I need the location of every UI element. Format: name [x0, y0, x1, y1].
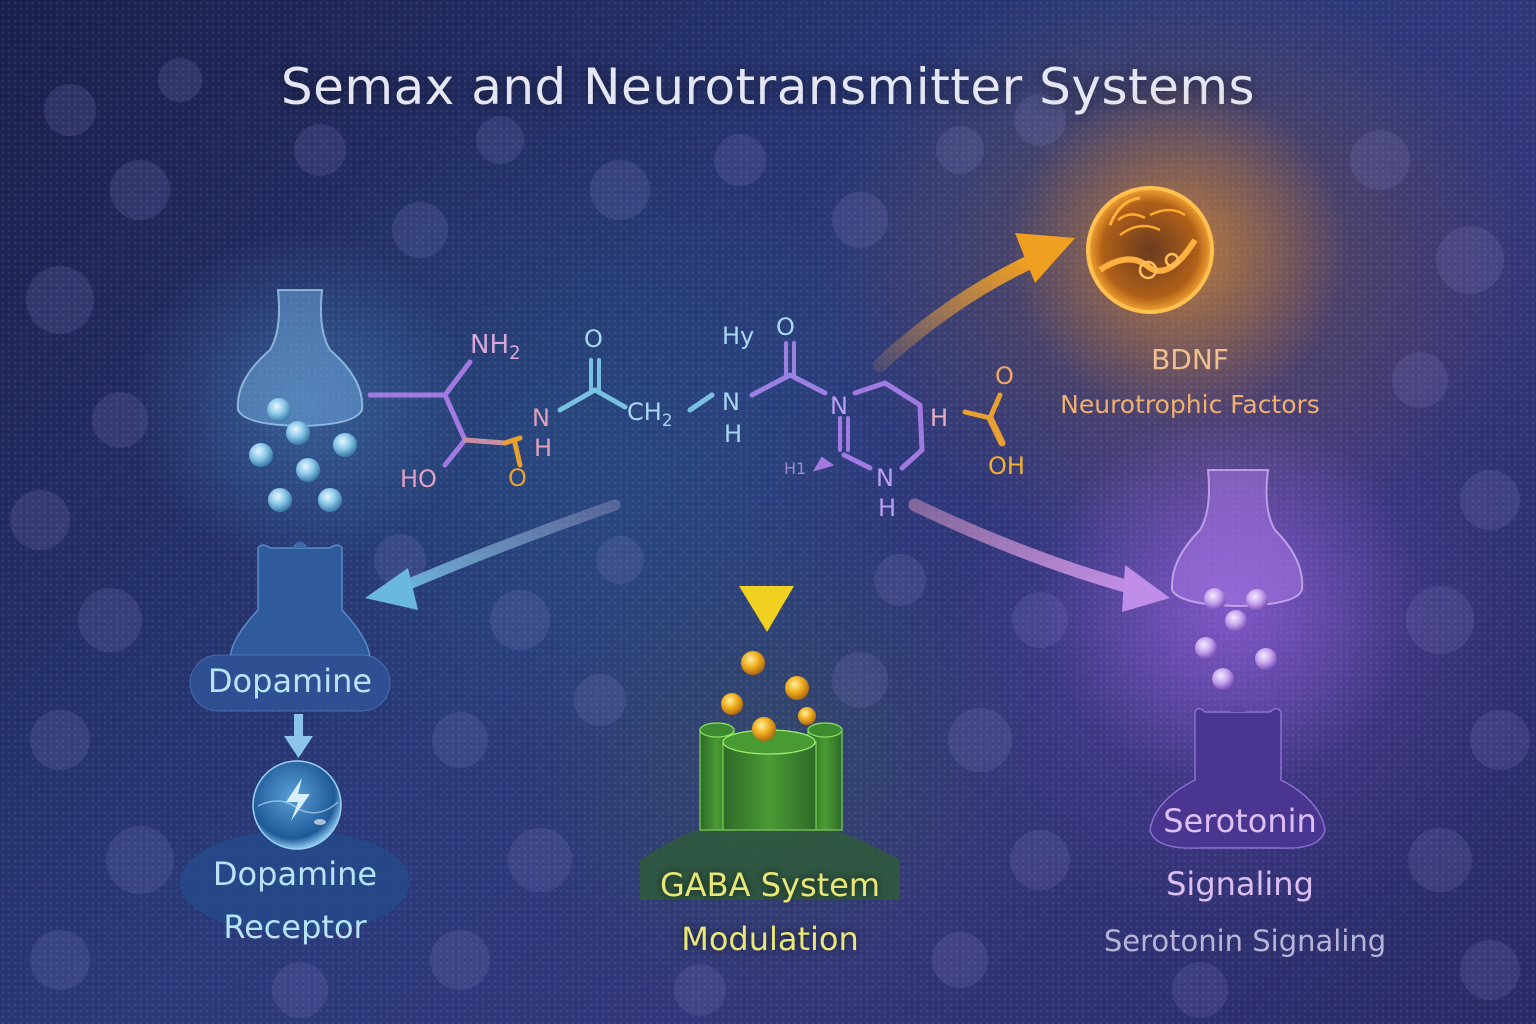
- atom-h1: H: [534, 434, 553, 462]
- atom-o-top1: O: [584, 325, 603, 353]
- arrow-down-icon: [284, 714, 313, 758]
- atom-h-methyl: H1: [784, 459, 807, 478]
- atom-ho: HO: [400, 465, 437, 493]
- atom-o-amide: O: [508, 464, 527, 492]
- dopamine-label: Dopamine: [207, 662, 373, 700]
- dopamine-synapse-icon: [189, 289, 391, 712]
- atom-ch2: CH2: [627, 398, 673, 430]
- arrow-to-bdnf: [873, 233, 1075, 372]
- bdnf-title: BDNF: [1151, 343, 1229, 376]
- gaba-ion-channel-icon: [640, 651, 900, 900]
- atom-nh2-text: NH2: [470, 330, 521, 365]
- atom-h2: H: [724, 420, 743, 448]
- atom-n2: N: [722, 388, 740, 416]
- dopamine-receptor-line2: Receptor: [223, 908, 367, 946]
- serotonin-synapse-icon: [1149, 469, 1326, 849]
- serotonin-line2: Signaling: [1166, 865, 1314, 903]
- dopamine-receptor-icon: [180, 760, 410, 934]
- atom-oh-acid: OH: [988, 452, 1025, 480]
- atom-nh-ring-h: H: [878, 494, 897, 522]
- atom-hy: Hy: [722, 322, 755, 350]
- arrow-to-dopamine: [365, 499, 621, 610]
- arrow-to-gaba: [739, 502, 794, 632]
- serotonin-label: Serotonin: [1163, 802, 1317, 840]
- dopamine-receptor-line1: Dopamine: [212, 855, 378, 893]
- atom-nh-ring-n: N: [876, 464, 894, 492]
- atom-o-top2: O: [776, 313, 795, 341]
- semax-molecule-structure: [367, 341, 1006, 472]
- serotonin-caption: Serotonin Signaling: [1103, 924, 1387, 958]
- atom-n1: N: [532, 404, 550, 432]
- gaba-line2: Modulation: [681, 920, 859, 958]
- bdnf-neuron-sphere-icon: [1086, 186, 1214, 314]
- bdnf-subtitle: Neurotrophic Factors: [1060, 390, 1320, 419]
- lightning-bolt-icon: [286, 778, 310, 821]
- atom-nh2: NH2: [470, 330, 521, 364]
- atom-h-acid: H: [930, 404, 949, 432]
- arrow-to-serotonin: [908, 498, 1170, 612]
- atom-n-ring: N: [830, 392, 848, 420]
- gaba-line1: GABA System: [659, 866, 881, 904]
- atom-o-acid: O: [995, 362, 1014, 390]
